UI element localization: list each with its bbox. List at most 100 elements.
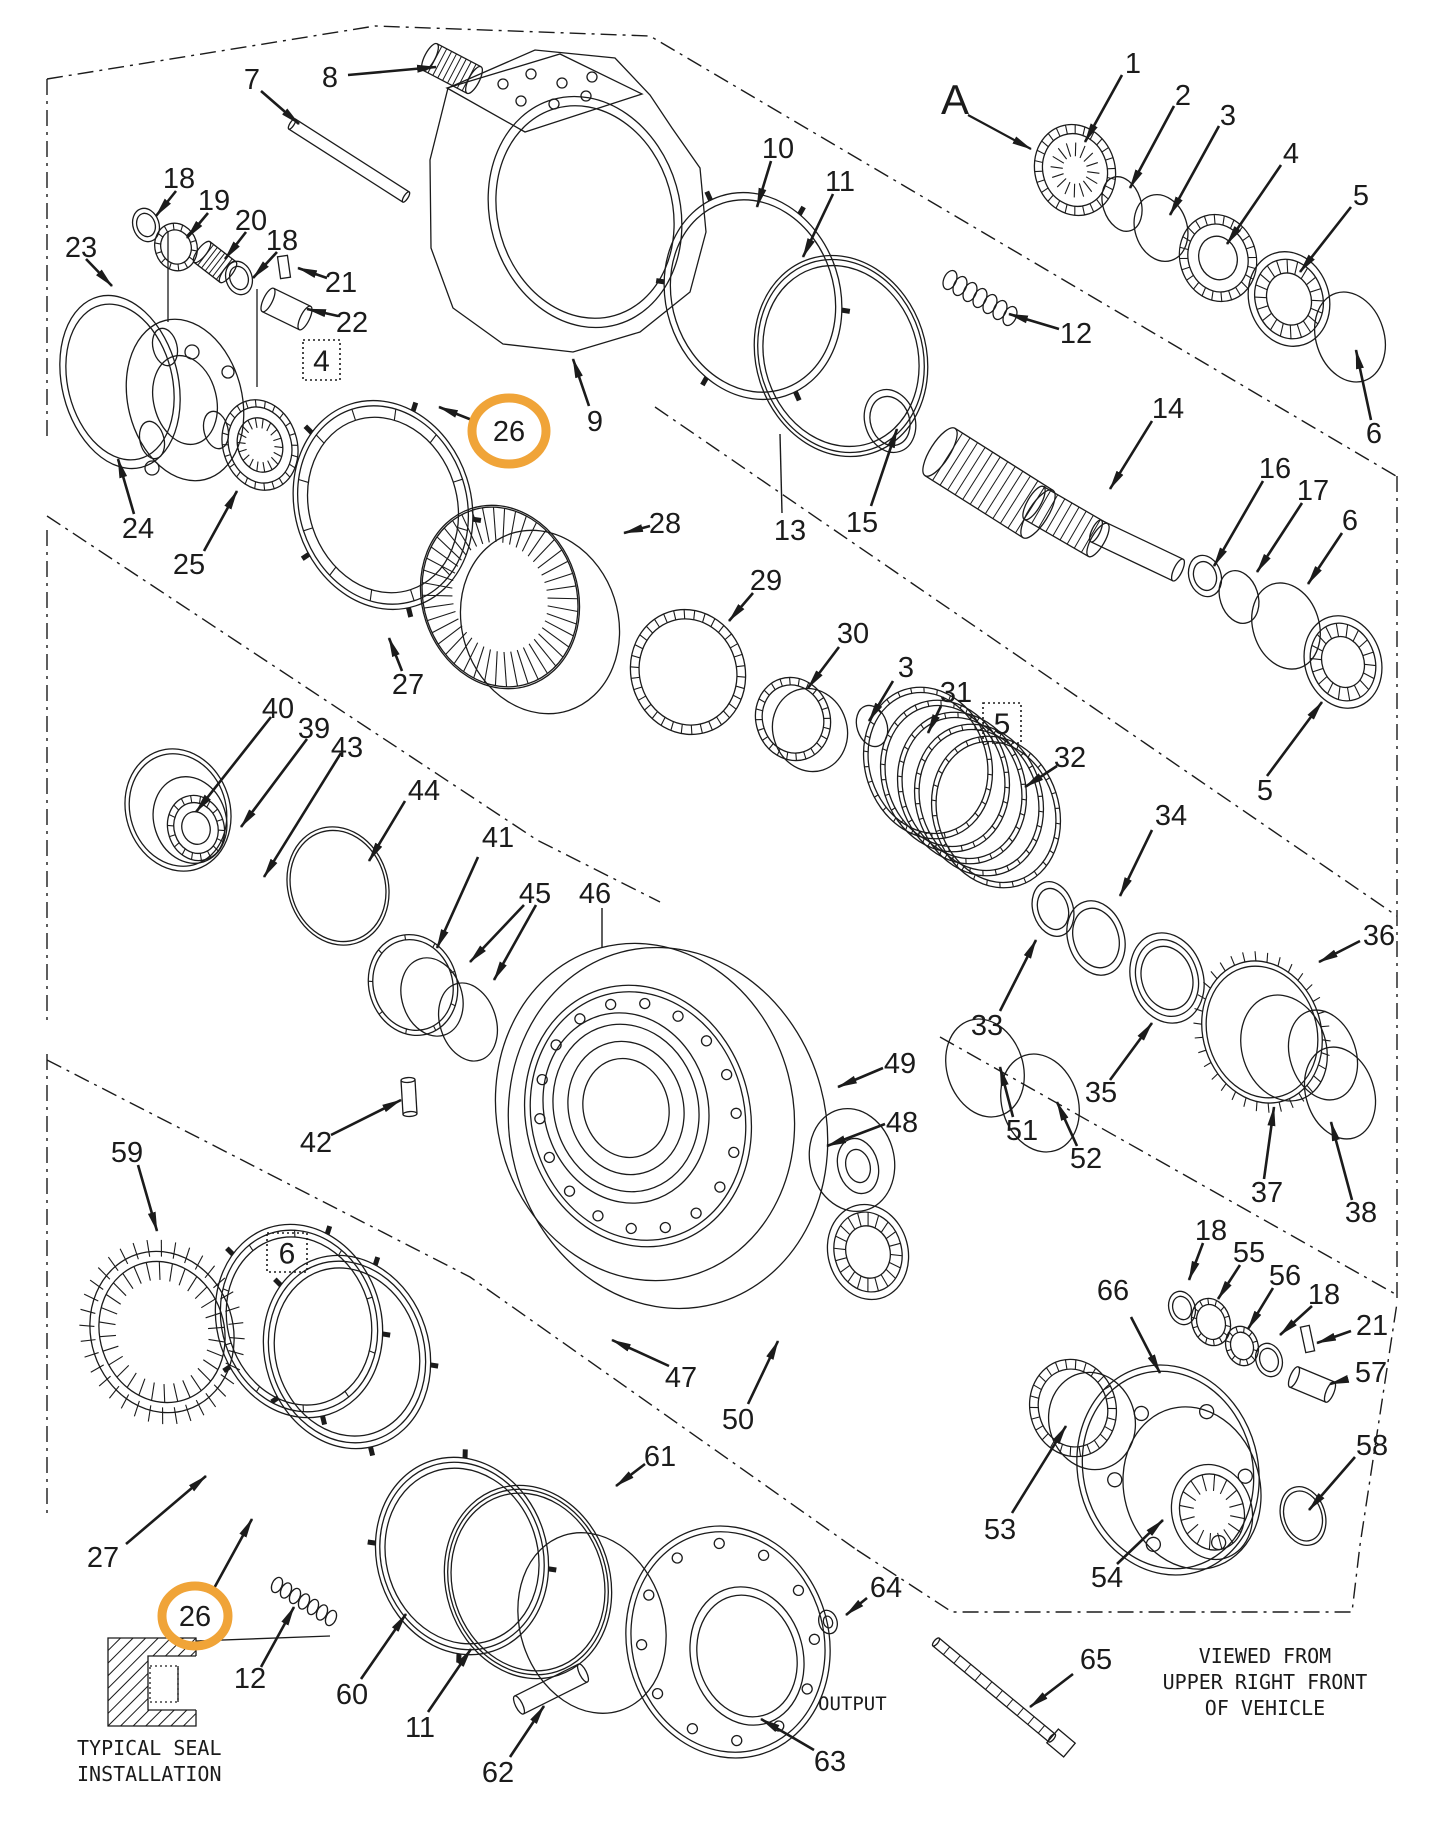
part [1254,1342,1284,1378]
part [1303,1046,1377,1140]
callout-2: 2 [1128,80,1191,189]
callout-label-39: 39 [298,713,330,745]
callout-label-56: 56 [1269,1260,1301,1292]
part [512,1663,590,1715]
leader-line [779,433,783,514]
part [131,207,161,243]
part [523,984,753,1248]
leader-line [262,752,343,878]
callout-15: 15 [846,428,899,539]
leader-line [623,524,651,535]
leader-line [1108,1022,1154,1081]
boundary-line [46,1059,858,1551]
group-box-5: 5 [982,702,1022,744]
callout-label-12: 12 [1060,318,1092,350]
callout-10: 10 [755,133,794,208]
callout-47: 47 [611,1338,697,1394]
callout-29: 29 [728,565,782,622]
part [429,49,707,353]
group-box-4: 4 [302,339,341,381]
leader-line [806,646,841,689]
part [942,269,1018,327]
part [1050,142,1100,198]
leader-line [1024,764,1058,789]
leader-line [1316,1329,1352,1345]
leader-line [926,705,943,734]
callout-55: 55 [1216,1237,1265,1300]
part [1129,932,1205,1024]
callout-50: 50 [722,1340,780,1436]
leader-line [746,1340,780,1405]
callout-label-26: 26 [179,1601,211,1633]
callout-label-53: 53 [984,1514,1016,1546]
callout-label-43: 43 [331,732,363,764]
callout-8: 8 [322,62,437,94]
part [148,1656,198,1710]
leader-line [615,1462,646,1488]
callout-66: 66 [1097,1275,1162,1374]
leader-line [223,231,248,260]
callout-23: 23 [65,232,113,287]
leader-line [508,1705,546,1758]
callout-label-13: 13 [774,515,806,547]
callout-61: 61 [615,1441,676,1488]
boundary-line [856,1302,1398,1613]
callout-1: 1 [1083,48,1141,143]
part [1045,1728,1077,1758]
part [420,42,484,95]
callout-label-9: 9 [587,406,603,438]
callout-label-7: 7 [244,64,260,96]
part [262,1254,432,1450]
callout-label-23: 23 [65,232,97,264]
leader-line [85,258,113,287]
callout-label-59: 59 [111,1137,143,1169]
leader-line [1225,164,1283,245]
callout-label-48: 48 [886,1107,918,1139]
leader-line [426,1648,473,1713]
leader-line [998,1066,1015,1118]
part [125,318,245,482]
leader-line [154,190,178,217]
part [144,344,235,476]
callout-5: 5 [1298,180,1369,273]
callout-label-27: 27 [392,669,424,701]
callout-label-30: 30 [837,618,869,650]
callout-label-18: 18 [266,225,298,257]
part [655,190,851,402]
leader-line [845,1596,868,1617]
highlight-circle [467,393,551,469]
callout-label-22: 22 [336,307,368,339]
note-viewed2: UPPER RIGHT FRONT [1163,1670,1368,1694]
callout-label-63: 63 [814,1746,846,1778]
part [808,1107,896,1213]
part [459,529,621,715]
callout-40: 40 [194,693,294,813]
part [494,942,796,1282]
callout-label-61: 61 [644,1441,676,1473]
leader-line [1108,420,1154,490]
note-seal2: INSTALLATION [77,1762,222,1786]
part [1310,623,1376,701]
callout-label-5: 5 [1353,180,1369,212]
leader-line [837,1066,884,1089]
callout-label-6: 6 [1342,505,1358,537]
callout-label-45: 45 [519,878,551,910]
part [1167,1290,1197,1326]
callout-21: 21 [1316,1310,1388,1345]
leader-line [259,1606,296,1668]
callout-label-51: 51 [1006,1115,1038,1147]
group-box-frame [982,702,1022,744]
callout-20: 20 [223,205,267,260]
leader-line [306,307,339,318]
part [1314,291,1386,383]
part [896,711,1028,865]
callout-11: 11 [405,1648,473,1744]
parts-artwork [59,42,1386,1759]
view-arrow: A [941,76,1032,150]
callout-label-11: 11 [405,1712,435,1744]
leader-line [755,160,773,208]
callout-label-20: 20 [235,205,267,237]
callout-label-41: 41 [482,822,514,854]
view-arrow-label: A [941,76,969,123]
highlight-circle [157,1581,233,1651]
